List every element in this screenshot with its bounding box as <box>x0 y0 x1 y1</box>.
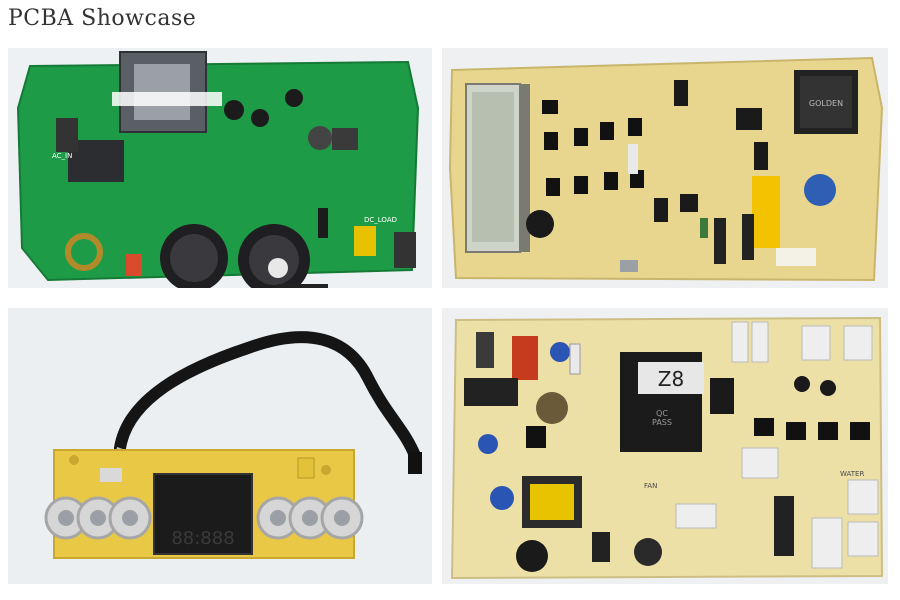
yellow-lcd-board-illustration: GOLDEN <box>442 48 888 288</box>
relay-brand-label: GOLDEN <box>809 99 843 108</box>
page-title: PCBA Showcase <box>8 6 197 31</box>
dc-load-label: DC_LOAD <box>364 216 397 224</box>
water-label: WATER <box>840 470 864 478</box>
display-keypad-board-illustration: 88:888 <box>8 308 432 584</box>
fan-label: FAN <box>644 482 657 490</box>
z8-module-label: Z8 <box>658 367 684 391</box>
photo-yellow-lcd-board: GOLDEN <box>442 48 888 288</box>
green-board-illustration: AC_IN DC_LOAD <box>8 48 432 288</box>
ac-in-label: AC_IN <box>52 152 72 160</box>
display-digits: 88:888 <box>171 528 234 549</box>
photo-green-power-board: AC_IN DC_LOAD <box>8 48 432 288</box>
photo-display-keypad-board: 88:888 <box>8 308 432 584</box>
